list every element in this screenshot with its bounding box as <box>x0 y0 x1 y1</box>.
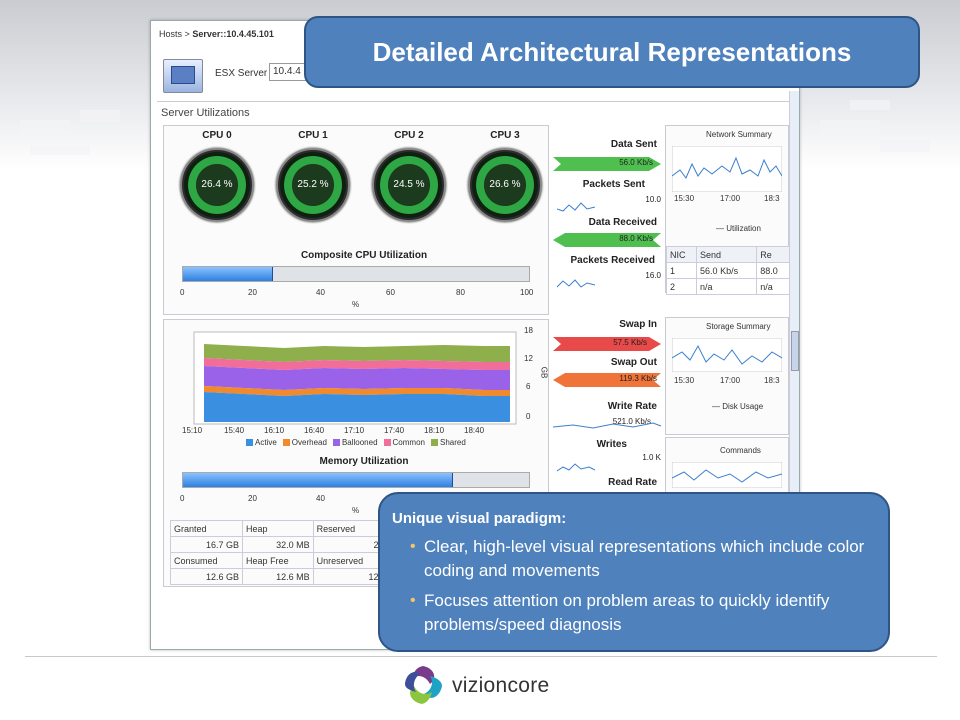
commands-chart <box>672 462 782 488</box>
stat-value: 12.6 GB <box>169 568 244 585</box>
scrollbar[interactable] <box>789 91 799 651</box>
stat-label: Heap <box>242 520 314 537</box>
vizioncore-logo-icon <box>402 664 444 706</box>
section-label: Server Utilizations <box>161 107 250 119</box>
esx-server-label: ESX Server <box>215 68 268 79</box>
cpu-label: CPU 3 <box>490 130 520 141</box>
footer-divider <box>25 656 937 657</box>
stat-value: 16.7 GB <box>169 536 244 553</box>
stat-value: 32.0 MB <box>242 536 314 553</box>
list-item: Clear, high-level visual representations… <box>392 535 872 583</box>
nic-table: NIC Send Re 1 56.0 Kb/s 88.0 2 n/a n/a <box>665 246 790 295</box>
storage-summary-chart <box>672 338 782 372</box>
swap-in-arrow[interactable] <box>553 335 663 351</box>
data-received-arrow[interactable] <box>553 231 663 247</box>
network-legend: — Utilization <box>716 224 761 233</box>
legend-overhead: Overhead <box>282 438 327 447</box>
packets-sent-sparkline <box>557 202 596 212</box>
breadcrumb-hosts[interactable]: Hosts <box>159 29 183 39</box>
writes-sparkline <box>557 463 596 472</box>
legend-common: Common <box>383 438 425 447</box>
memory-legend: Active Overhead Ballooned Common Shared <box>246 438 466 447</box>
table-row[interactable]: 2 n/a n/a <box>665 278 790 295</box>
memory-util-title: Memory Utilization <box>319 456 409 467</box>
memory-stats-table: Granted Heap Reserved 16.7 GB 32.0 MB 2.… <box>169 520 391 585</box>
stat-label: Granted <box>169 520 244 537</box>
memory-util-fill <box>183 473 453 487</box>
breadcrumb: Hosts > Server::10.4.45.101 <box>159 29 274 39</box>
stat-value: 12.6 MB <box>242 568 314 585</box>
cpu-label: CPU 1 <box>298 130 328 141</box>
breadcrumb-server: Server::10.4.45.101 <box>192 29 274 39</box>
cpu-gauge[interactable]: 24.5 % <box>372 148 446 222</box>
slide-title: Detailed Architectural Representations <box>372 36 852 67</box>
callout-heading: Unique visual paradigm: <box>392 510 567 527</box>
title-banner: Detailed Architectural Representations <box>304 16 920 88</box>
cpu-gauge[interactable]: 26.4 % <box>180 148 254 222</box>
callout-bullets: Clear, high-level visual representations… <box>392 535 872 637</box>
esx-server-select[interactable]: 10.4.4 <box>269 63 309 81</box>
cpu-gauge[interactable]: 25.2 % <box>276 148 350 222</box>
memory-util-bar <box>182 472 530 488</box>
list-item: Focuses attention on problem areas to qu… <box>392 589 872 637</box>
scrollbar-thumb[interactable] <box>791 331 799 371</box>
table-row[interactable]: 1 56.0 Kb/s 88.0 <box>665 262 790 279</box>
legend-shared: Shared <box>430 438 466 447</box>
logo-text: vizioncore <box>452 674 550 697</box>
memory-panel: 18 12 6 0 GB 15:10 15:40 16:10 16:40 17:… <box>163 319 549 587</box>
stat-label: Heap Free <box>242 552 314 569</box>
composite-cpu-fill <box>183 267 273 281</box>
server-icon <box>163 59 203 93</box>
network-summary-panel: Network Summary 15:30 17:00 18:3 — Utili… <box>665 125 790 295</box>
legend-ballooned: Ballooned <box>332 438 378 447</box>
stat-label: Consumed <box>169 552 244 569</box>
cpu-label: CPU 0 <box>202 130 232 141</box>
data-sent-arrow[interactable] <box>553 155 663 171</box>
stat-value: 12.4 <box>312 568 391 585</box>
swap-out-arrow[interactable] <box>553 371 663 387</box>
commands-panel: Commands <box>665 437 789 497</box>
callout-box: Unique visual paradigm: Clear, high-leve… <box>378 492 890 652</box>
write-rate-sparkline <box>553 422 662 429</box>
cpu-panel: CPU 0 CPU 1 CPU 2 CPU 3 26.4 % 25.2 % 24… <box>163 125 549 315</box>
composite-cpu-title: Composite CPU Utilization <box>300 250 428 261</box>
cpu-gauge[interactable]: 26.6 % <box>468 148 542 222</box>
cpu-label: CPU 2 <box>394 130 424 141</box>
storage-summary-panel: Storage Summary 15:30 17:00 18:3 — Disk … <box>665 317 789 435</box>
composite-cpu-bar <box>182 266 530 282</box>
memory-area-chart <box>193 331 517 425</box>
network-summary-chart <box>672 146 782 192</box>
packets-received-sparkline <box>557 279 596 288</box>
legend-active: Active <box>246 438 277 447</box>
storage-legend: — Disk Usage <box>712 402 764 411</box>
